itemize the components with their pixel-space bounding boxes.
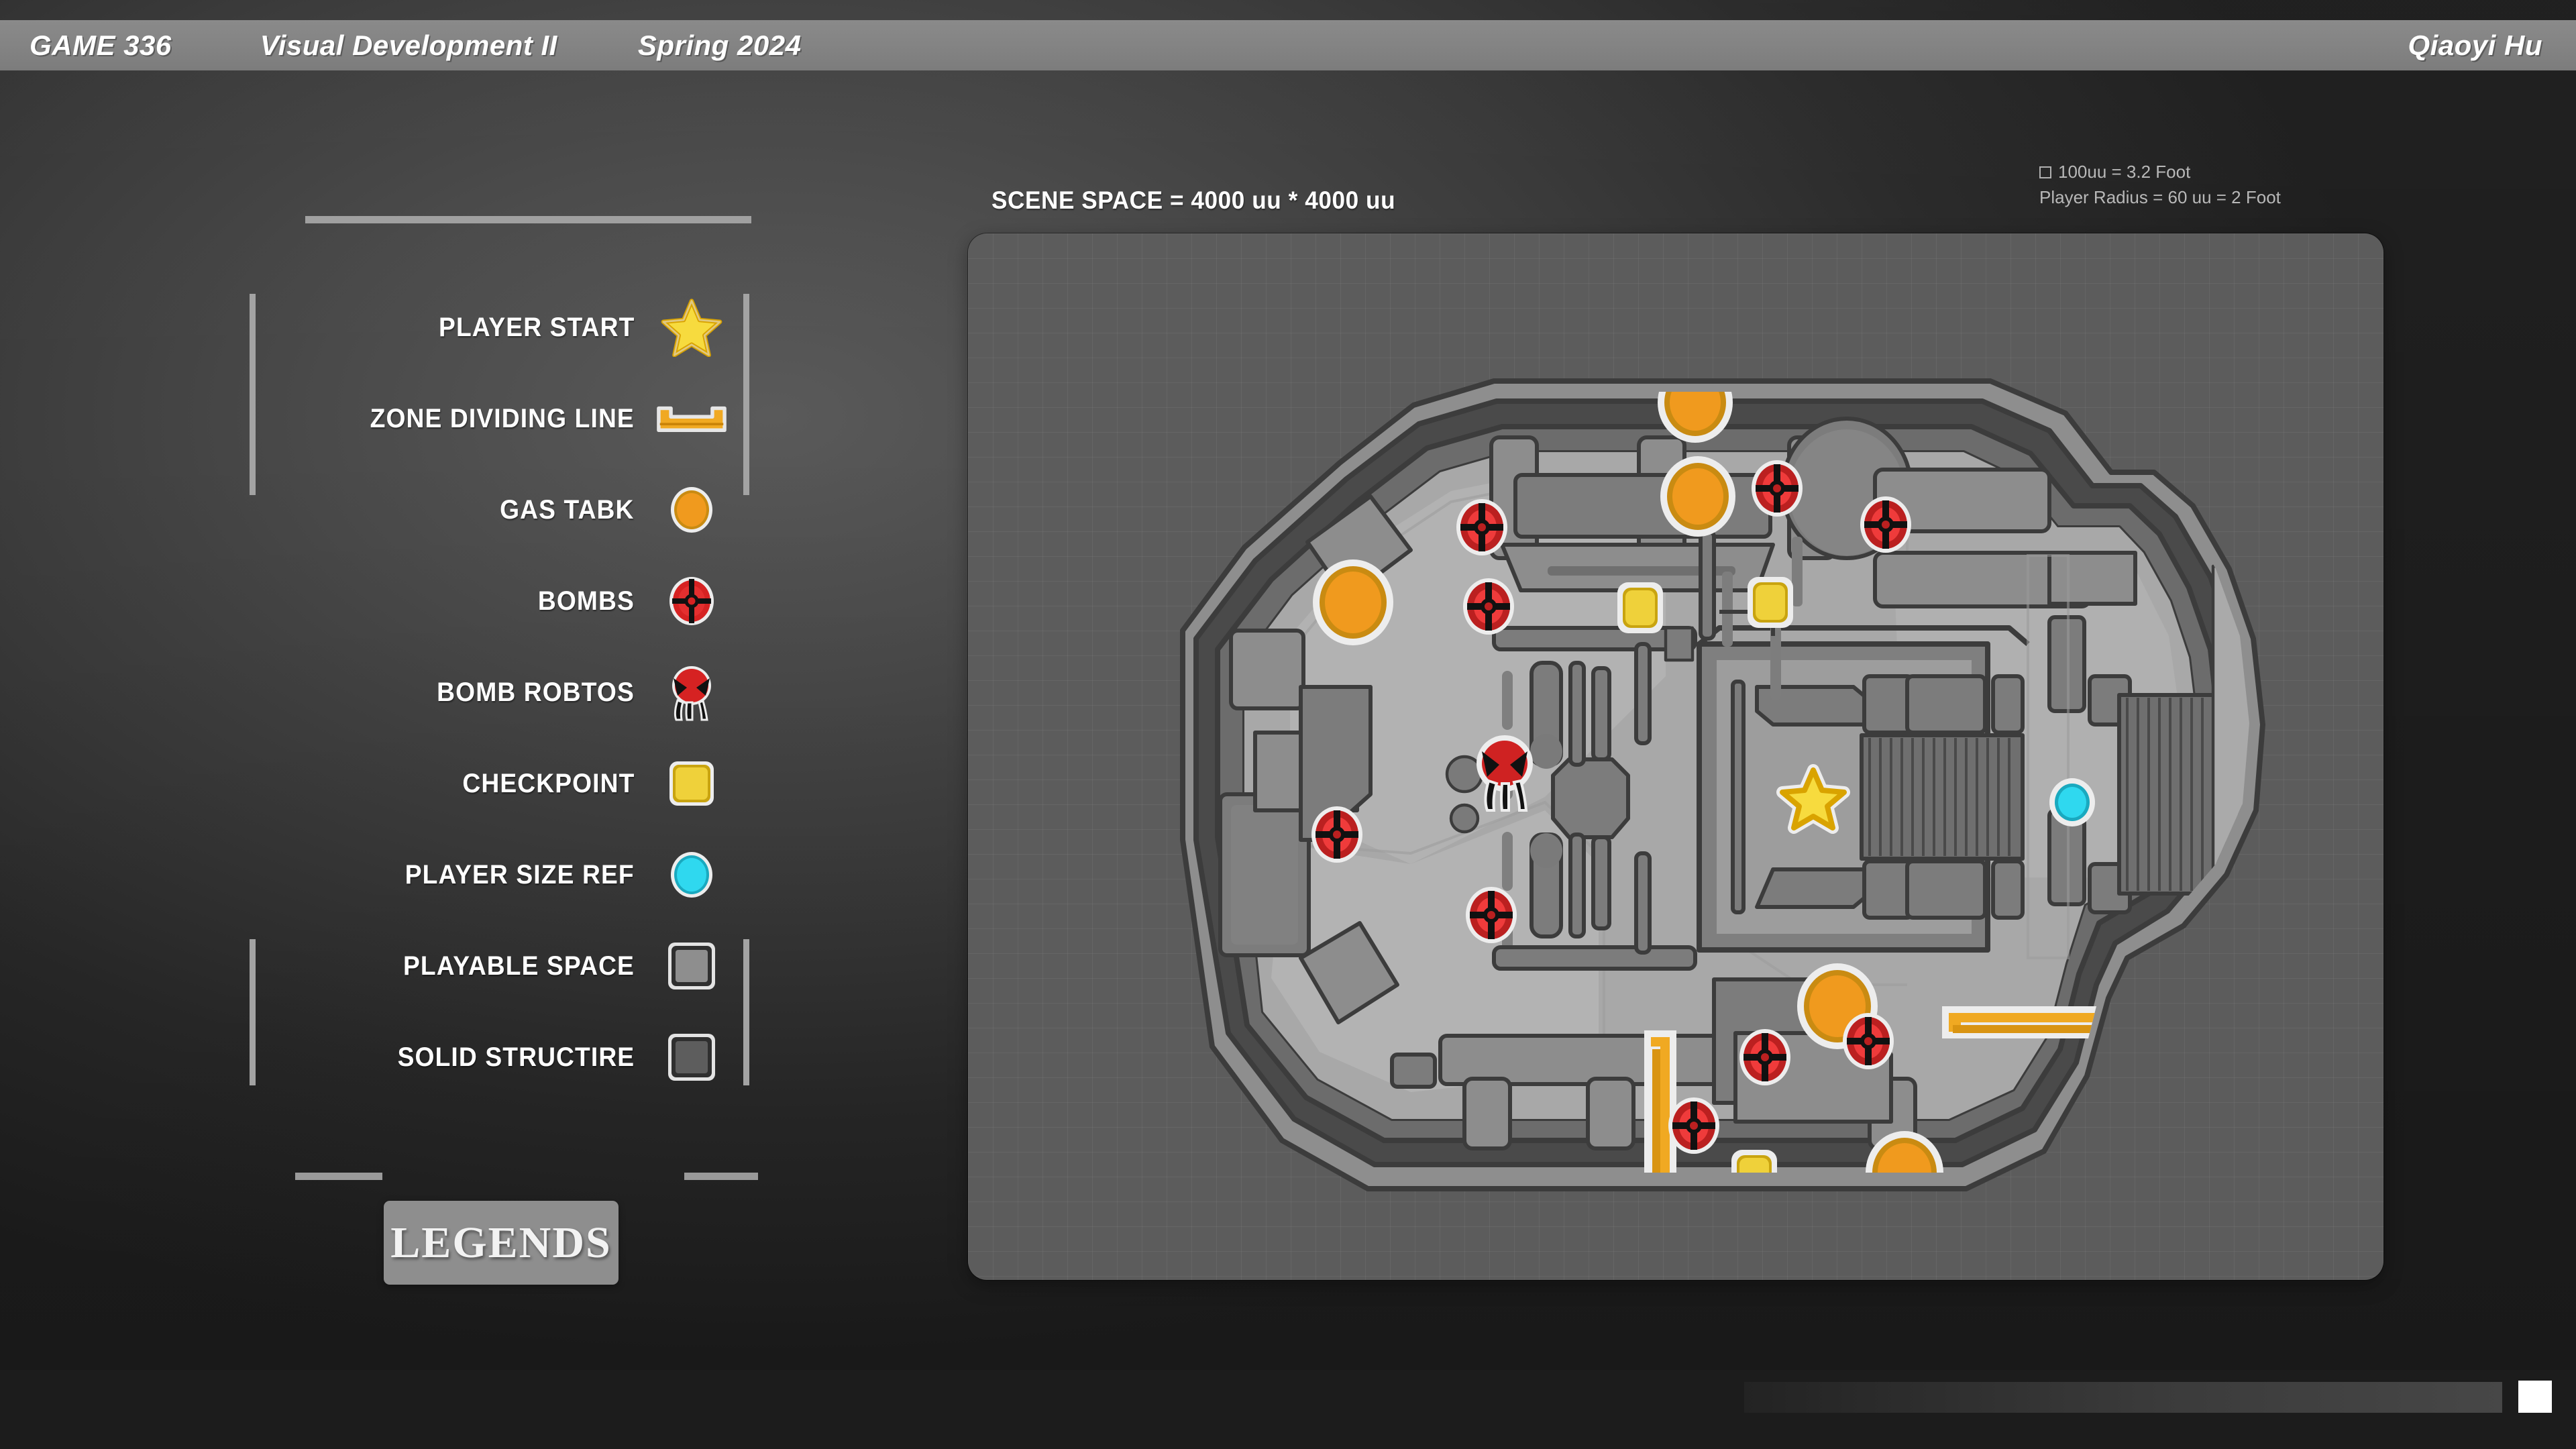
legends-button[interactable]: LEGENDS [384, 1201, 619, 1285]
bomb-marker [1752, 460, 1803, 517]
grid-square-icon [2039, 166, 2051, 178]
scene-space-label: SCENE SPACE = 4000 uu * 4000 uu [991, 186, 1396, 214]
gas-tank-marker [1313, 559, 1393, 645]
player-size-ref-marker [2049, 778, 2095, 826]
legend-bracket-top-left [250, 294, 256, 495]
legend-bottom-rule-right [684, 1173, 758, 1180]
legend-item-player-size-ref[interactable]: PLAYER SIZE REF [241, 829, 765, 920]
zone-divider-icon [655, 385, 729, 452]
scale-reference-note: 100uu = 3.2 Foot Player Radius = 60 uu =… [2039, 160, 2281, 210]
legend-item-playable-space[interactable]: PLAYABLE SPACE [241, 920, 765, 1012]
header-term: Spring 2024 [637, 29, 802, 61]
header-course-code: GAME 336 [30, 29, 172, 61]
bottom-progress-track[interactable] [1744, 1382, 2502, 1413]
header-author: Qiaoyi Hu [2408, 29, 2542, 61]
player-start-marker [1776, 764, 1850, 834]
legend-bracket-top-right [743, 294, 749, 495]
scale-player-line: Player Radius = 60 uu = 2 Foot [2039, 186, 2281, 207]
bottom-white-chip[interactable] [2518, 1381, 2552, 1413]
star-icon [655, 294, 729, 361]
legend-item-solid-structure[interactable]: SOLID STRUCTIRE [241, 1012, 765, 1103]
gas-tank-marker [1866, 1131, 1943, 1173]
bomb-robot-icon [655, 659, 729, 726]
legend-item-player-start[interactable]: PLAYER START [241, 282, 765, 373]
bomb-marker [1843, 1013, 1894, 1069]
legend-item-list: PLAYER START ZONE DIVIDING LINE [241, 282, 765, 1103]
legend-item-bombs[interactable]: BOMBS [241, 555, 765, 647]
legend-bracket-bottom-right [743, 939, 749, 1085]
legend-top-rule [305, 216, 751, 223]
bomb-marker [1668, 1097, 1719, 1154]
legend-label: PLAYER START [438, 312, 635, 342]
checkpoint-marker [1748, 577, 1793, 628]
bomb-marker [1739, 1029, 1790, 1085]
checkpoint-icon [655, 750, 729, 817]
bomb-marker [1311, 806, 1362, 863]
bomb-marker [1466, 887, 1517, 943]
level-map-svg: .ol { stroke:#3c3c3c; stroke-width:4; st… [1180, 378, 2265, 1191]
legend-label: BOMBS [537, 586, 635, 616]
checkpoint-marker [1617, 582, 1663, 633]
legend-label: ZONE DIVIDING LINE [370, 403, 635, 433]
zone-divider-marker [1644, 1030, 1676, 1173]
solid-structure-icon [655, 1024, 729, 1091]
gas-tank-icon [655, 476, 729, 543]
level-map-panel[interactable]: .ol { stroke:#3c3c3c; stroke-width:4; st… [968, 233, 2383, 1280]
legends-button-label: LEGENDS [390, 1218, 612, 1267]
zone-divider-marker [1942, 1006, 2108, 1038]
legend-label: BOMB ROBTOS [437, 677, 635, 707]
legend-label: PLAYER SIZE REF [405, 859, 635, 890]
gas-tank-marker [1660, 456, 1735, 537]
legend-item-bomb-robots[interactable]: BOMB ROBTOS [241, 647, 765, 738]
legend-panel: PLAYER START ZONE DIVIDING LINE [241, 195, 818, 1335]
legend-label: SOLID STRUCTIRE [397, 1042, 635, 1072]
bomb-icon [655, 568, 729, 635]
bomb-robot-marker [1477, 735, 1533, 812]
scale-unit-line: 100uu = 3.2 Foot [2039, 160, 2281, 185]
checkpoint-marker [1731, 1150, 1777, 1173]
legend-bottom-rule-left [295, 1173, 382, 1180]
legend-label: PLAYABLE SPACE [402, 951, 635, 981]
legend-label: CHECKPOINT [462, 768, 635, 798]
legend-bracket-bottom-left [250, 939, 256, 1085]
bomb-marker [1463, 578, 1514, 635]
player-size-ref-icon [655, 841, 729, 908]
scale-unit-text: 100uu = 3.2 Foot [2058, 162, 2191, 182]
legend-item-checkpoint[interactable]: CHECKPOINT [241, 738, 765, 829]
gas-tank-marker [1658, 392, 1733, 443]
bomb-marker [1860, 496, 1911, 553]
legend-item-zone-dividing-line[interactable]: ZONE DIVIDING LINE [241, 373, 765, 464]
legend-item-gas-tank[interactable]: GAS TABK [241, 464, 765, 555]
playable-space-icon [655, 932, 729, 1000]
header-course-title: Visual Development II [260, 29, 557, 61]
course-header-bar: GAME 336 Visual Development II Spring 20… [0, 20, 2576, 70]
legend-label: GAS TABK [500, 494, 635, 525]
bomb-marker [1456, 499, 1507, 555]
